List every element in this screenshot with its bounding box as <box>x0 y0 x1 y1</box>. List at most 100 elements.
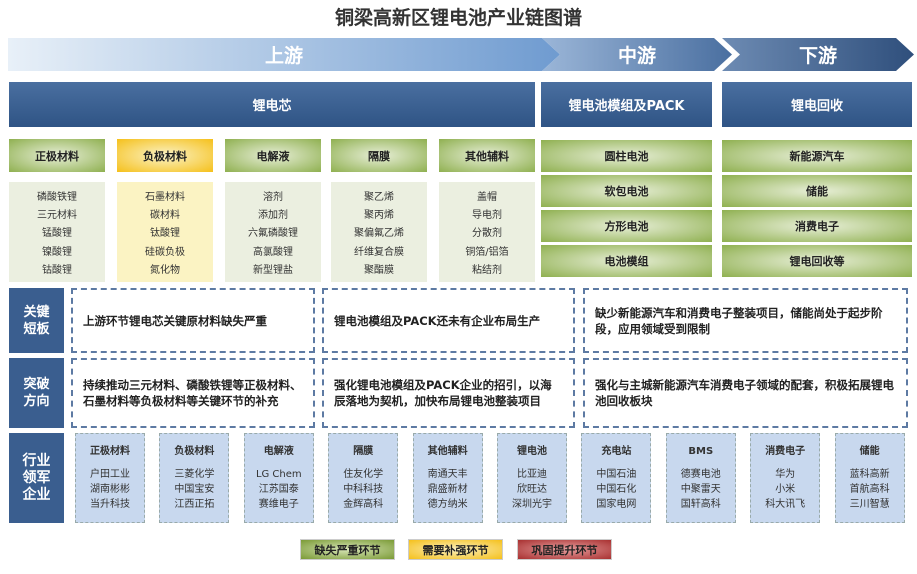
material-item: 六氟磷酸锂 <box>248 228 298 240</box>
leader-group-title: 锂电池 <box>517 446 547 457</box>
shortboard-text: 缺少新能源汽车和消费电子整装项目，储能尚处于起步阶段，应用领域受到限制 <box>583 288 908 353</box>
material-item: 钴酸锂 <box>42 265 72 277</box>
material-item: 磷酸铁锂 <box>37 191 77 203</box>
leader-group-title: BMS <box>688 446 714 457</box>
leader-company: 国轩高科 <box>680 499 721 510</box>
leader-company: 中国石油 <box>596 469 637 480</box>
leader-group-title: 储能 <box>859 446 880 457</box>
material-item: 添加剂 <box>258 210 288 222</box>
material-list: 磷酸铁锂三元材料锰酸锂镍酸锂钴酸锂 <box>9 182 105 282</box>
material-item: 聚偏氟乙烯 <box>354 228 404 240</box>
direction-text: 强化与主城新能源汽车消费电子领域的配套，积极拓展锂电池回收板块 <box>583 358 908 428</box>
leader-company: 中聚雷天 <box>680 484 721 495</box>
material-item: 氮化物 <box>150 265 180 277</box>
leader-company: 金辉高科 <box>343 499 384 510</box>
page-title: 铜梁高新区锂电池产业链图谱 <box>334 6 582 29</box>
category-cell: 锂电芯 <box>9 82 535 127</box>
leader-company: 深圳光宇 <box>512 499 552 510</box>
material-list: 盖帽导电剂分散剂铜箔/铝箔粘结剂 <box>439 182 535 282</box>
leader-company: 湖南彬彬 <box>90 484 130 495</box>
category-recycle: 锂电回收 <box>722 82 912 127</box>
leader-company: 小米 <box>775 484 796 495</box>
leader-company: 国家电网 <box>596 499 637 510</box>
leader-group-title: 隔膜 <box>353 446 374 457</box>
material-item: 导电剂 <box>472 210 502 222</box>
material-item: 聚乙烯 <box>364 191 394 203</box>
material-item: 三元材料 <box>37 210 77 222</box>
leader-group: BMS 德赛电池中聚雷天国轩高科 <box>665 433 736 523</box>
leader-company: 欣旺达 <box>517 484 547 495</box>
leader-company: 住友化学 <box>343 469 384 480</box>
material-header: 正极材料 <box>9 139 105 172</box>
leader-company: 中国石化 <box>596 484 637 495</box>
material-item: 新型锂盐 <box>253 265 293 277</box>
leader-company: 首航高科 <box>849 484 890 495</box>
leader-group: 其他辅料南通天丰鼎盛新材德方纳米 <box>412 433 483 523</box>
leader-group-title: 正极材料 <box>90 446 130 457</box>
pack-item: 方形电池 <box>541 210 712 242</box>
material-item: 分散剂 <box>472 228 502 240</box>
material-item: 纤维复合膜 <box>354 246 404 258</box>
leaders-label: 行业领军企业 <box>9 433 64 523</box>
recycle-item: 新能源汽车 <box>722 140 912 172</box>
legend-item: 需要补强环节 <box>408 539 503 560</box>
material-header: 隔膜 <box>331 139 427 172</box>
recycle-item: 锂电回收等 <box>722 245 912 277</box>
leader-company: 比亚迪 <box>517 469 547 480</box>
material-item: 聚丙烯 <box>364 210 394 222</box>
material-item: 硅碳负极 <box>145 246 185 258</box>
leader-group: 负极材料三菱化学中国宝安江西正拓 <box>159 433 230 523</box>
stage-upstream: 上游 <box>8 38 560 71</box>
shortboard-text: 锂电池模组及PACK还未有企业布局生产 <box>322 288 575 353</box>
material-item: 溶剂 <box>263 191 283 203</box>
leader-company: 户田工业 <box>90 469 130 480</box>
stage-midstream: 中游 <box>542 38 732 71</box>
material-list: 溶剂添加剂六氟磷酸锂高氯酸锂新型锂盐 <box>225 182 321 282</box>
material-list: 石墨材料碳材料钛酸锂硅碳负极氮化物 <box>117 182 213 282</box>
material-item: 高氯酸锂 <box>253 246 293 258</box>
leader-group-title: 负极材料 <box>174 446 215 457</box>
material-item: 铜箔/铝箔 <box>465 246 509 258</box>
material-item: 锰酸锂 <box>42 228 72 240</box>
legend-item: 缺失严重环节 <box>300 539 395 560</box>
leader-company: 三菱化学 <box>174 469 215 480</box>
leader-group-title: 充电站 <box>601 446 632 457</box>
material-item: 镍酸锂 <box>42 246 72 258</box>
leader-company: 三川智慧 <box>849 499 890 510</box>
pack-item: 圆柱电池 <box>541 140 712 172</box>
leader-group-title: 消费电子 <box>765 446 806 457</box>
leader-group: 消费电子华为小米科大讯飞 <box>750 433 821 523</box>
leader-group: 充电站中国石油中国石化国家电网 <box>581 433 652 523</box>
leader-company: LG Chem <box>255 469 302 480</box>
leader-group-title: 电解液 <box>263 446 294 457</box>
shortboard-text: 上游环节锂电芯关键原材料缺失严重 <box>71 288 315 353</box>
pack-item: 电池模组 <box>541 245 712 277</box>
leader-group: 锂电池比亚迪欣旺达深圳光宇 <box>497 433 567 523</box>
leader-company: 蓝科高新 <box>849 469 890 480</box>
material-header: 其他辅料 <box>439 139 535 172</box>
leader-company: 赛维电子 <box>258 499 299 510</box>
leader-company: 德方纳米 <box>427 499 468 510</box>
material-item: 石墨材料 <box>145 191 185 203</box>
direction-text: 强化锂电池模组及PACK企业的招引，以海辰落地为契机，加快布局锂电池整装项目 <box>322 358 575 428</box>
material-header: 负极材料 <box>117 139 213 172</box>
leader-company: 德赛电池 <box>680 469 721 480</box>
material-item: 粘结剂 <box>472 265 502 277</box>
direction-label: 突破方向 <box>9 358 64 428</box>
leader-company: 南通天丰 <box>427 469 468 480</box>
pack-item: 软包电池 <box>541 175 712 207</box>
leader-company: 当升科技 <box>90 499 130 510</box>
material-item: 盖帽 <box>477 191 497 203</box>
leader-company: 江西正拓 <box>174 499 215 510</box>
leader-company: 科大讯飞 <box>765 499 806 510</box>
recycle-item: 消费电子 <box>722 210 912 242</box>
material-header: 电解液 <box>225 139 321 172</box>
shortboard-label: 关键短板 <box>9 288 64 353</box>
leader-group: 正极材料户田工业湖南彬彬当升科技 <box>75 433 145 523</box>
material-list: 聚乙烯聚丙烯聚偏氟乙烯纤维复合膜聚酯膜 <box>331 182 427 282</box>
direction-text: 持续推动三元材料、磷酸铁锂等正极材料、石墨材料等负极材料等关键环节的补充 <box>71 358 315 428</box>
leader-group-title: 其他辅料 <box>427 446 468 457</box>
material-item: 钛酸锂 <box>150 228 180 240</box>
leader-company: 中科科技 <box>343 484 384 495</box>
